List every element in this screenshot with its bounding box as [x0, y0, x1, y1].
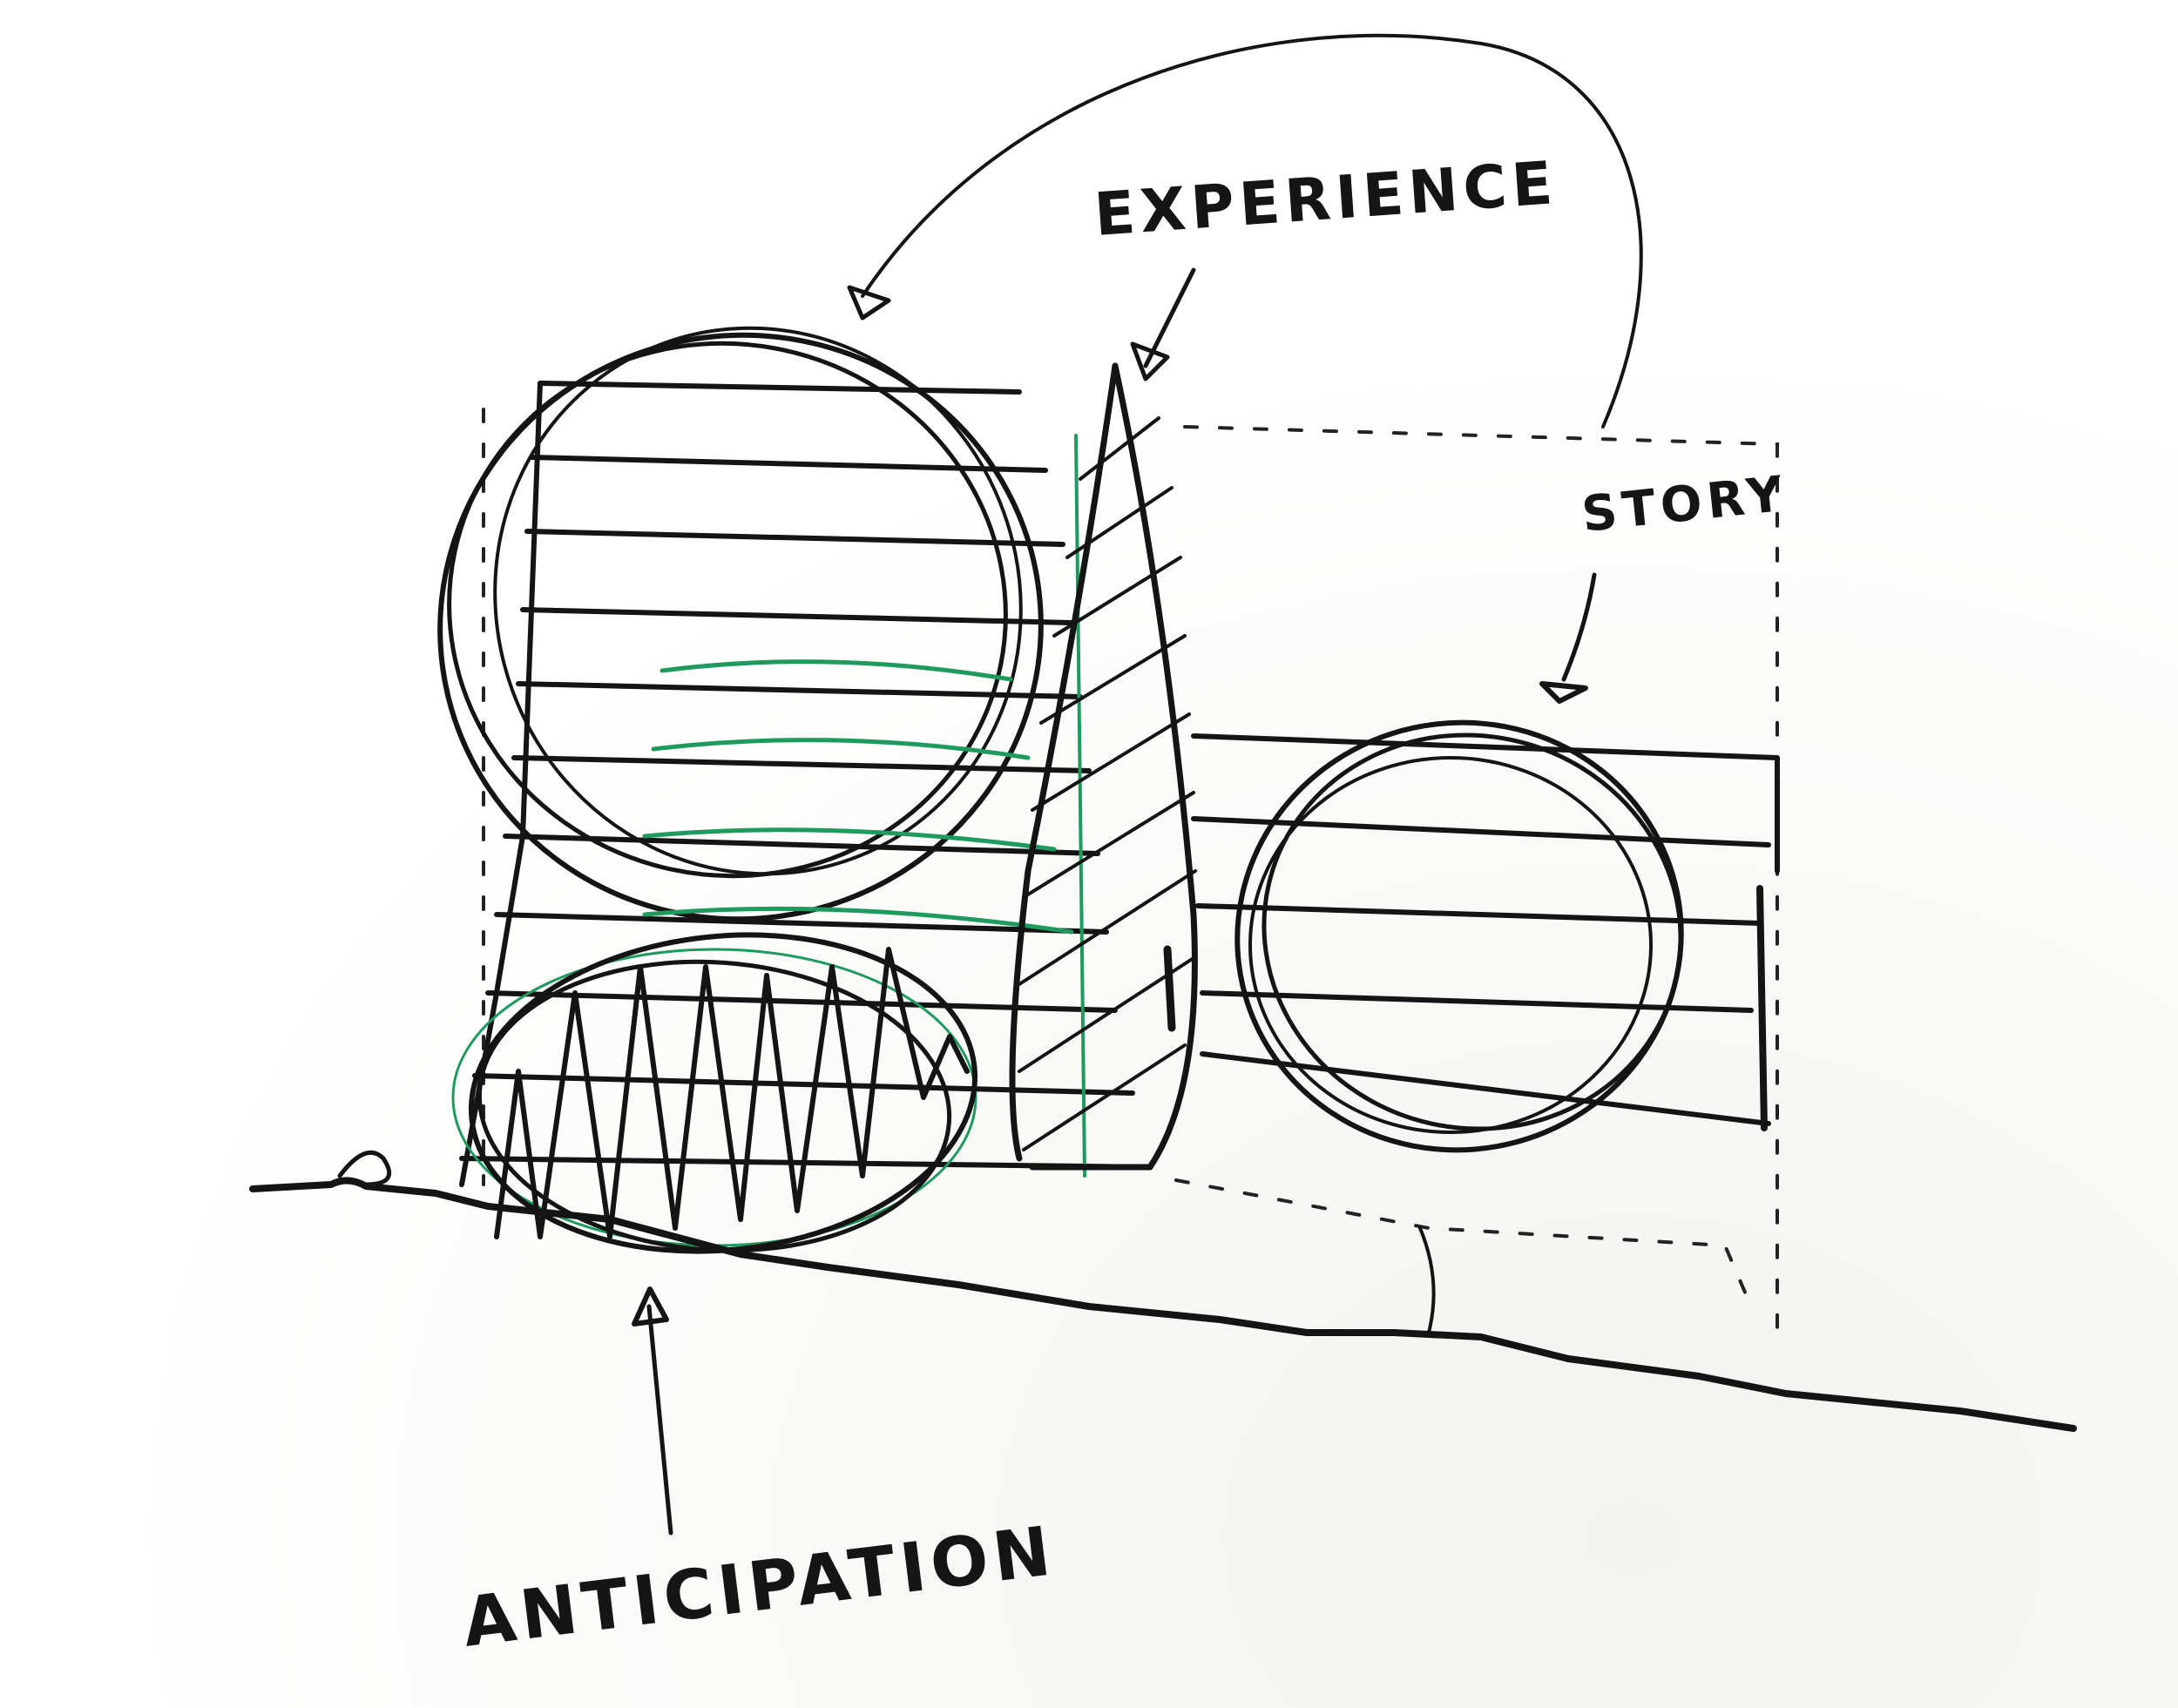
- left-storey-stack: [459, 381, 1153, 1187]
- arrow-anticipation-to-wave: [632, 1286, 673, 1536]
- arrow-story-to-block: [1539, 572, 1597, 704]
- upper-sphere: [437, 326, 1044, 922]
- lower-wave-ellipse: [468, 932, 978, 1254]
- arrow-story-to-upper-sphere: [847, 33, 1643, 429]
- right-storey-block: [1191, 733, 1780, 1131]
- tower-cone: [1009, 362, 1198, 1171]
- dotted-frame-right: [1174, 425, 1779, 1343]
- arrow-experience-to-tower: [1130, 267, 1196, 381]
- green-highlight-strokes: [451, 434, 1086, 1247]
- right-sphere: [1234, 719, 1684, 1153]
- ground-line: [249, 1150, 2077, 1432]
